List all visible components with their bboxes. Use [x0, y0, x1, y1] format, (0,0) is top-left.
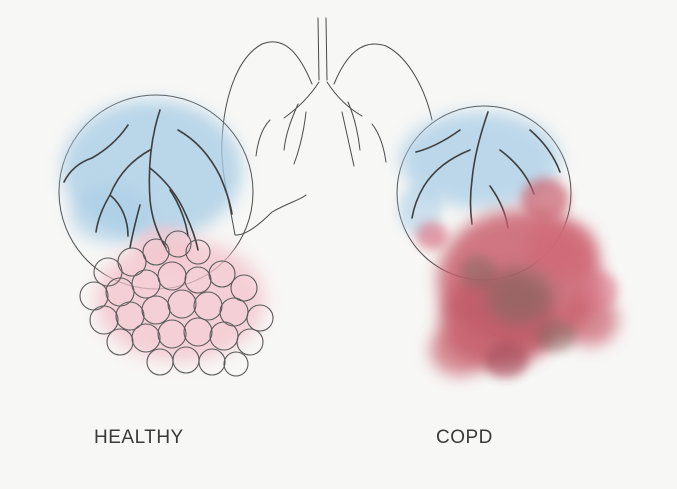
left-lung-outline [222, 42, 312, 235]
healthy-label: HEALTHY [94, 427, 184, 449]
copd-damaged-tissue [430, 178, 618, 378]
trachea-right-line [326, 18, 327, 80]
healthy-alveoli-sac [59, 95, 273, 376]
copd-label: COPD [436, 427, 493, 449]
bronchus-left [284, 82, 319, 118]
trachea-left-line [318, 18, 319, 80]
copd-alveoli-sac [397, 106, 618, 378]
right-lung-outline [334, 44, 432, 120]
bronchus-right [327, 82, 362, 116]
